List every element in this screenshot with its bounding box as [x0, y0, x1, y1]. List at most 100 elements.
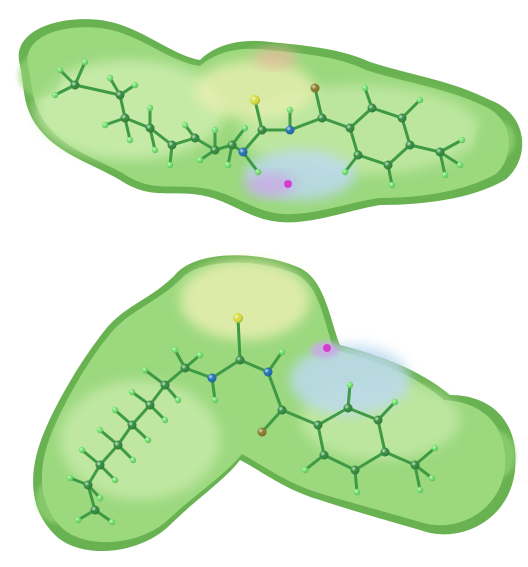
bottom-atom-o	[257, 427, 267, 437]
top-yellow-region	[195, 60, 315, 120]
top-atom-s	[250, 95, 260, 105]
top-atom-c	[227, 140, 237, 150]
top-atom-c	[345, 123, 355, 133]
bottom-bond	[376, 418, 387, 454]
bottom-atom-h	[196, 351, 204, 359]
top-atom-n	[238, 147, 248, 157]
top-atom-c	[115, 90, 125, 100]
top-atom-h	[254, 168, 262, 176]
top-purple-region	[245, 173, 295, 197]
bottom-atom-h	[431, 444, 439, 452]
top-bond	[348, 106, 374, 130]
bottom-atom-c	[90, 505, 100, 515]
bottom-atom-c	[180, 363, 190, 373]
top-atom-h	[241, 124, 249, 132]
bottom-atom-h	[111, 476, 119, 484]
bottom-atom-c	[235, 355, 245, 365]
bottom-highlight-point	[323, 344, 331, 352]
bottom-bond	[236, 316, 242, 362]
bottom-atom-c	[160, 380, 170, 390]
top-atom-h	[458, 136, 466, 144]
bottom-bond	[353, 450, 387, 472]
top-atom-h	[388, 181, 396, 189]
bottom-atom-c	[373, 415, 383, 425]
top-atom-h	[441, 171, 449, 179]
bottom-atom-h	[66, 474, 74, 482]
bottom-bond	[316, 406, 350, 427]
top-bond	[370, 106, 404, 120]
bottom-atom-h	[171, 346, 179, 354]
bottom-bond	[322, 453, 357, 472]
top-bond	[320, 116, 352, 130]
top-bond	[400, 116, 412, 147]
bottom-atom-h	[129, 456, 137, 464]
bottom-atom-h	[428, 474, 436, 482]
bottom-atoms	[66, 313, 439, 526]
bottom-atom-c	[350, 465, 360, 475]
top-atom-h	[286, 106, 294, 114]
top-atom-c	[435, 147, 445, 157]
top-atom-h	[131, 81, 139, 89]
bottom-blue-region	[290, 345, 410, 415]
bottom-bond	[316, 423, 326, 457]
bottom-bond	[346, 406, 380, 422]
top-atom-c	[210, 145, 220, 155]
top-atom-h	[456, 161, 464, 169]
top-bond	[253, 98, 264, 132]
bottom-conformer	[33, 255, 516, 552]
bottom-atom-h	[391, 398, 399, 406]
bottom-bond	[383, 450, 417, 467]
bottom-atom-h	[108, 518, 116, 526]
top-atom-c	[367, 103, 377, 113]
top-atom-c	[145, 123, 155, 133]
bottom-bond	[260, 408, 284, 434]
bottom-atom-h	[78, 446, 86, 454]
bottom-atom-h	[96, 494, 104, 502]
top-atom-h	[51, 91, 59, 99]
bottom-atom-h	[346, 381, 354, 389]
top-atom-c	[397, 113, 407, 123]
top-bond	[386, 143, 412, 167]
top-atom-c	[257, 125, 267, 135]
bottom-atom-c	[319, 450, 329, 460]
bottom-bond	[210, 358, 242, 380]
bottom-atom-h	[141, 366, 149, 374]
bottom-atom-h	[128, 388, 136, 396]
bottom-atom-c	[343, 403, 353, 413]
top-atom-h	[151, 146, 159, 154]
bottom-atom-c	[380, 447, 390, 457]
top-atom-c	[317, 113, 327, 123]
bottom-atom-h	[416, 486, 424, 494]
top-bond	[241, 128, 264, 154]
top-atom-h	[106, 74, 114, 82]
top-surface	[18, 19, 523, 223]
top-atom-c	[167, 140, 177, 150]
bottom-bond	[238, 358, 270, 374]
top-bond	[408, 143, 442, 154]
top-atom-h	[181, 121, 189, 129]
bottom-bond	[280, 408, 320, 427]
bottom-bond	[183, 366, 214, 380]
bottom-atom-n	[263, 367, 273, 377]
top-bond	[148, 126, 174, 147]
top-atom-h	[211, 126, 219, 134]
bottom-atom-h	[161, 416, 169, 424]
bottom-atom-h	[174, 396, 182, 404]
bottom-atom-c	[95, 460, 105, 470]
top-atom-h	[341, 168, 349, 176]
bottom-atom-h	[111, 406, 119, 414]
bottom-surface	[33, 255, 516, 552]
bottom-atom-c	[145, 400, 155, 410]
bottom-bond	[266, 370, 284, 412]
top-atom-h	[126, 136, 134, 144]
top-bond	[73, 83, 122, 97]
bottom-atom-h	[144, 436, 152, 444]
bottom-atom-s	[233, 313, 243, 323]
bottom-atom-h	[353, 488, 361, 496]
bottom-atom-c	[410, 460, 420, 470]
top-atom-h	[224, 161, 232, 169]
top-atom-h	[56, 66, 64, 74]
top-atom-h	[361, 84, 369, 92]
